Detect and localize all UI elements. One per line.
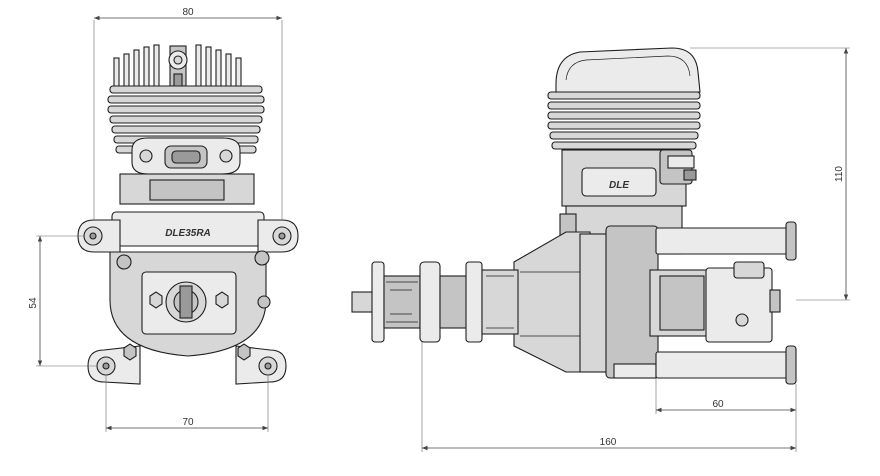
side-cylinder-fins xyxy=(547,91,701,150)
intake-flange xyxy=(131,137,241,175)
dimension-overall-length: 160 xyxy=(421,342,797,452)
dim-side-height-label: 110 xyxy=(834,166,845,182)
dim-prop-to-mount-label: 60 xyxy=(712,399,724,410)
front-case-cone xyxy=(513,231,591,373)
dim-front-height-label: 54 xyxy=(28,297,39,309)
carburetor-icon xyxy=(649,261,781,343)
side-view: DLE xyxy=(351,47,850,452)
dim-front-width-label: 80 xyxy=(182,7,194,18)
cylinder-head-fins xyxy=(113,44,242,93)
dim-mount-spacing-label: 70 xyxy=(182,417,194,428)
dimension-mount-spacing: 70 xyxy=(105,376,269,432)
dimension-side-height: 110 xyxy=(690,47,850,301)
sensor-bracket xyxy=(659,149,697,185)
mount-standoff-upper xyxy=(655,221,797,261)
dim-overall-length-label: 160 xyxy=(600,437,617,448)
mount-ears-lower xyxy=(87,343,287,385)
hex-nut-icon xyxy=(149,291,163,309)
dimension-front-height: 54 xyxy=(28,235,96,367)
model-label: DLE35RA xyxy=(165,228,211,239)
front-hub xyxy=(141,271,237,335)
mount-standoff-lower xyxy=(655,345,797,385)
prop-hub xyxy=(351,261,519,343)
model-plate: DLE35RA xyxy=(111,211,265,247)
bolt-icon xyxy=(390,289,412,315)
dimension-front-width: 80 xyxy=(93,7,283,220)
spark-plug-icon xyxy=(168,45,188,89)
head-cover xyxy=(555,47,701,93)
main-body xyxy=(579,225,659,379)
cylinder-window xyxy=(149,179,225,201)
brand-label: DLE xyxy=(609,180,629,191)
front-view: DLE35RA xyxy=(28,7,299,432)
hex-nut-icon xyxy=(215,291,229,309)
dimension-prop-to-mount: 60 xyxy=(655,378,797,414)
